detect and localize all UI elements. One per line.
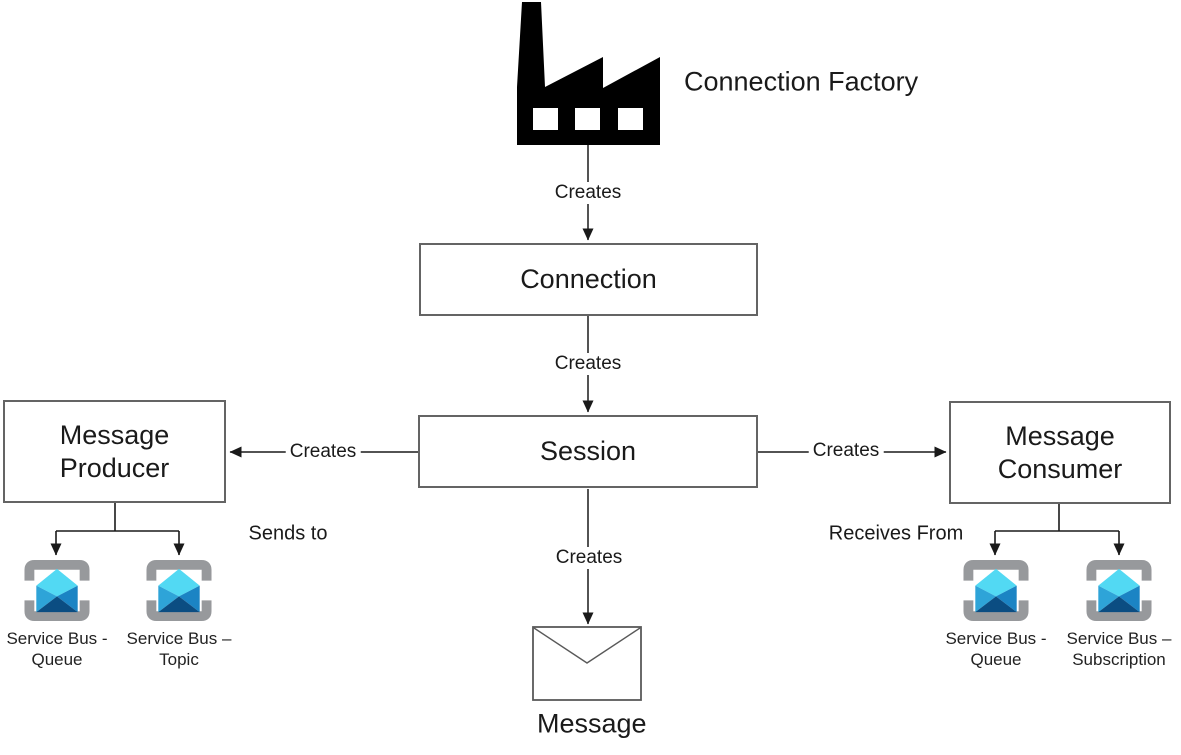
creates-label-connection: Creates	[550, 353, 626, 375]
service-bus-icon	[24, 559, 90, 622]
creates-label-factory: Creates	[550, 182, 626, 204]
sb-label-line2: Subscription	[1072, 650, 1166, 669]
service-bus-topic-label: Service Bus – Topic	[127, 628, 232, 670]
message-consumer-label-line2: Consumer	[997, 453, 1123, 484]
bracket-top	[963, 559, 1029, 581]
message-envelope-icon	[532, 626, 642, 701]
session-node-label: Session	[539, 436, 637, 467]
envelope-top-face	[36, 568, 78, 597]
envelope-left-face	[36, 585, 57, 613]
connection-node-label: Connection	[520, 264, 657, 295]
service-bus-queue-label: Service Bus - Queue	[945, 628, 1046, 670]
message-producer-node: Message Producer	[3, 400, 226, 503]
message-label: Message	[537, 708, 647, 739]
envelope-top-face	[158, 568, 200, 597]
envelope-left-face	[158, 585, 179, 613]
bracket-bottom	[963, 600, 1029, 622]
factory-window	[575, 108, 600, 130]
sb-label-line1: Service Bus -	[945, 629, 1047, 648]
message-consumer-node: Message Consumer	[949, 401, 1171, 504]
envelope-top-face	[1098, 568, 1140, 597]
branch-producer-stem	[56, 502, 179, 532]
sends-to-label: Sends to	[248, 522, 328, 545]
session-node: Session	[418, 415, 758, 488]
envelope-left-face	[975, 585, 996, 613]
factory-window	[618, 108, 643, 130]
service-bus-subscription-label: Service Bus – Subscription	[1067, 628, 1172, 670]
bracket-top	[146, 559, 212, 581]
service-bus-queue-label: Service Bus - Queue	[6, 628, 107, 670]
bracket-bottom	[146, 600, 212, 622]
sb-label-line1: Service Bus –	[1066, 629, 1172, 648]
envelope-top-face	[975, 568, 1017, 597]
bracket-bottom	[1086, 600, 1152, 622]
envelope-right-face	[1119, 585, 1140, 613]
message-producer-label-line1: Message	[59, 419, 170, 450]
sb-label-line1: Service Bus –	[126, 629, 232, 648]
envelope-right-face	[57, 585, 78, 613]
sb-label-line2: Queue	[31, 650, 83, 669]
creates-label-message: Creates	[551, 547, 627, 569]
service-bus-icon	[963, 559, 1029, 622]
envelope-right-face	[179, 585, 200, 613]
sb-label-line2: Queue	[970, 650, 1022, 669]
service-bus-consumer-subscription: Service Bus – Subscription	[1039, 557, 1181, 670]
envelope-flap	[533, 627, 641, 664]
connection-node: Connection	[419, 243, 758, 316]
service-bus-producer-topic: Service Bus – Topic	[99, 557, 259, 670]
creates-label-producer: Creates	[285, 441, 361, 463]
service-bus-producer-queue: Service Bus - Queue	[0, 557, 137, 670]
service-bus-icon	[1086, 559, 1152, 622]
connection-factory-label: Connection Factory	[684, 66, 919, 97]
message-producer-label-line2: Producer	[59, 452, 170, 483]
sb-label-line1: Service Bus -	[6, 629, 108, 648]
bracket-top	[24, 559, 90, 581]
receives-from-label: Receives From	[828, 522, 964, 545]
envelope-bottom-face	[158, 596, 200, 613]
service-bus-consumer-queue: Service Bus - Queue	[916, 557, 1076, 670]
creates-label-consumer: Creates	[808, 440, 884, 462]
factory-window	[533, 108, 558, 130]
bracket-bottom	[24, 600, 90, 622]
envelope-bottom-face	[1098, 596, 1140, 613]
envelope-bottom-face	[975, 596, 1017, 613]
sb-label-line2: Topic	[159, 650, 199, 669]
envelope-left-face	[1098, 585, 1119, 613]
message-consumer-label-line1: Message	[1005, 420, 1115, 451]
bracket-top	[1086, 559, 1152, 581]
envelope-bottom-face	[36, 596, 78, 613]
envelope-right-face	[996, 585, 1017, 613]
service-bus-icon	[146, 559, 212, 622]
factory-icon	[517, 2, 660, 145]
branch-consumer-stem	[995, 503, 1119, 532]
